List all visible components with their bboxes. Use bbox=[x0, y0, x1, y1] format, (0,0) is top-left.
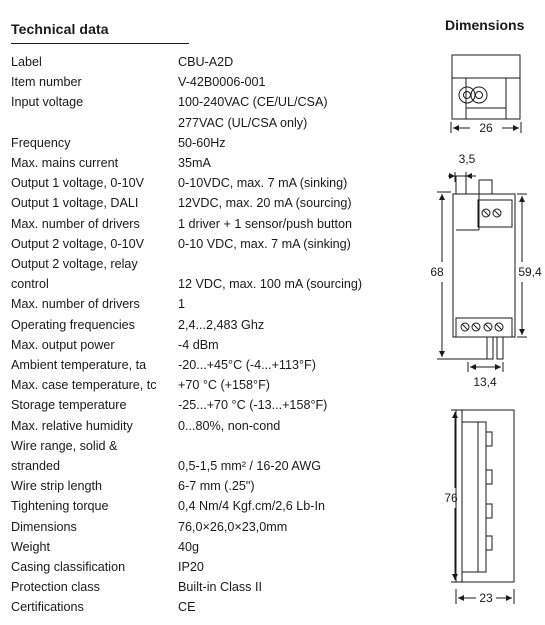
side-view-drawing bbox=[451, 409, 515, 604]
spec-row: Operating frequencies 2,4...2,483 Ghz bbox=[11, 315, 431, 335]
spec-value: 0...80%, non-cond bbox=[178, 418, 281, 433]
spec-value: 6-7 mm (.25") bbox=[178, 479, 255, 494]
spec-label: Output 2 voltage, relay bbox=[11, 257, 138, 271]
spec-label: Max. output power bbox=[11, 337, 115, 352]
spec-label: control bbox=[11, 277, 49, 292]
spec-value: 100-240VAC (CE/UL/CSA) bbox=[178, 95, 328, 110]
spec-row: Protection class Built-in Class II bbox=[11, 577, 431, 597]
spec-label: stranded bbox=[11, 459, 61, 473]
spec-label: Item number bbox=[11, 75, 82, 90]
spec-label: Storage temperature bbox=[11, 398, 127, 413]
title-underline bbox=[11, 43, 189, 44]
spec-row: Output 2 voltage, 0-10V 0-10 VDC, max. 7 … bbox=[11, 234, 431, 254]
top-view-drawing bbox=[450, 54, 522, 133]
spec-label: Weight bbox=[11, 539, 50, 554]
spec-label: Wire range, solid & bbox=[11, 438, 118, 453]
dimensions-title: Dimensions bbox=[445, 17, 525, 33]
spec-row: Input voltage 100-240VAC (CE/UL/CSA) bbox=[11, 92, 431, 112]
spec-value: CE bbox=[178, 600, 196, 615]
spec-row: Max. relative humidity 0...80%, non-cond bbox=[11, 416, 431, 436]
spec-value: 50-60Hz bbox=[178, 135, 226, 150]
spec-label: Max. relative humidity bbox=[11, 418, 133, 433]
spec-label: Operating frequencies bbox=[11, 317, 135, 332]
spec-row: Storage temperature -25...+70 °C (-13...+… bbox=[11, 395, 431, 415]
spec-row: Dimensions 76,0×26,0×23,0mm bbox=[11, 517, 431, 537]
spec-value: 12 VDC, max. 100 mA (sourcing) bbox=[178, 277, 363, 292]
spec-value: 277VAC (UL/CSA only) bbox=[178, 115, 308, 130]
spec-row: Item number V-42B0006-001 bbox=[11, 72, 431, 92]
spec-value: 0-10 VDC, max. 7 mA (sinking) bbox=[178, 236, 351, 251]
spec-label: Certifications bbox=[11, 600, 84, 615]
spec-value: 1 driver + 1 sensor/push button bbox=[178, 216, 352, 231]
spec-label: Max. number of drivers bbox=[11, 297, 140, 312]
spec-row: Tightening torque 0,4 Nm/4 Kgf.cm/2,6 Lb-… bbox=[11, 496, 431, 516]
spec-value: -25...+70 °C (-13...+158°F) bbox=[178, 398, 328, 413]
spec-value: -4 dBm bbox=[178, 337, 219, 352]
spec-value: 1 bbox=[178, 297, 186, 312]
spec-value: 0-10VDC, max. 7 mA (sinking) bbox=[178, 176, 348, 191]
spec-value: CBU-A2D bbox=[178, 55, 234, 69]
spec-row: Output 1 voltage, 0-10V 0-10VDC, max. 7 m… bbox=[11, 173, 431, 193]
spec-label: Dimensions bbox=[11, 519, 77, 534]
spec-label: Output 1 voltage, DALI bbox=[11, 196, 139, 211]
spec-value: 40g bbox=[178, 539, 200, 554]
spec-value: V-42B0006-001 bbox=[178, 75, 266, 90]
dim-top-width: 26 bbox=[479, 121, 493, 135]
spec-label: Label bbox=[11, 55, 42, 69]
spec-row: Max. number of drivers 1 driver + 1 senso… bbox=[11, 214, 431, 234]
spec-row: Label CBU-A2D bbox=[11, 52, 431, 72]
dim-side-height: 76 bbox=[444, 491, 458, 505]
spec-row: Wire range, solid & bbox=[11, 436, 431, 456]
spec-row: Max. output power -4 dBm bbox=[11, 335, 431, 355]
spec-value: IP20 bbox=[178, 560, 204, 574]
spec-value: 12VDC, max. 20 mA (sourcing) bbox=[178, 196, 352, 211]
spec-row: Certifications CE bbox=[11, 597, 431, 617]
front-view-drawing bbox=[437, 172, 527, 372]
spec-row: Max. number of drivers 1 bbox=[11, 294, 431, 314]
spec-row: Max. case temperature, tc +70 °C (+158°F) bbox=[11, 375, 431, 395]
spec-value: 35mA bbox=[178, 156, 211, 170]
technical-data-title: Technical data bbox=[11, 21, 109, 37]
spec-label: Frequency bbox=[11, 135, 71, 150]
spec-value: 0,4 Nm/4 Kgf.cm/2,6 Lb-In bbox=[178, 499, 325, 514]
spec-row: Weight 40g bbox=[11, 537, 431, 557]
spec-row: Wire strip length 6-7 mm (.25") bbox=[11, 476, 431, 496]
dim-pin-offset: 13,4 bbox=[473, 375, 497, 389]
spec-value: -20...+45°C (-4...+113°F) bbox=[178, 358, 316, 372]
spec-label: Input voltage bbox=[11, 95, 84, 110]
spec-row: control 12 VDC, max. 100 mA (sourcing) bbox=[11, 274, 431, 294]
spec-row: Frequency 50-60Hz bbox=[11, 133, 431, 153]
spec-label: Max. case temperature, tc bbox=[11, 378, 157, 393]
spec-label: Output 2 voltage, 0-10V bbox=[11, 236, 145, 251]
spec-value: +70 °C (+158°F) bbox=[178, 378, 270, 393]
spec-row: Output 2 voltage, relay bbox=[11, 254, 431, 274]
dim-body-height: 68 bbox=[430, 265, 444, 279]
spec-label: Casing classification bbox=[11, 560, 126, 574]
spec-row: stranded 0,5-1,5 mm² / 16-20 AWG bbox=[11, 456, 431, 476]
dim-pin-width: 3,5 bbox=[459, 152, 476, 166]
spec-row: Output 1 voltage, DALI 12VDC, max. 20 mA … bbox=[11, 193, 431, 213]
dim-body-inner-height: 59,4 bbox=[518, 265, 542, 279]
spec-label: Max. mains current bbox=[11, 156, 119, 170]
spec-value: 2,4...2,483 Ghz bbox=[178, 317, 265, 332]
spec-value: 76,0×26,0×23,0mm bbox=[178, 519, 288, 534]
spec-label: Tightening torque bbox=[11, 499, 109, 514]
spec-value: Built-in Class II bbox=[178, 580, 262, 595]
spec-row: Ambient temperature, ta -20...+45°C (-4..… bbox=[11, 355, 431, 375]
dim-side-width: 23 bbox=[479, 591, 493, 605]
spec-row: Max. mains current 35mA bbox=[11, 153, 431, 173]
spec-label: Protection class bbox=[11, 580, 100, 595]
spec-label: Wire strip length bbox=[11, 479, 102, 494]
spec-label: Output 1 voltage, 0-10V bbox=[11, 176, 145, 191]
spec-label: Max. number of drivers bbox=[11, 216, 140, 231]
spec-value: 0,5-1,5 mm² / 16-20 AWG bbox=[178, 459, 322, 473]
spec-label: Ambient temperature, ta bbox=[11, 358, 147, 372]
spec-row: Casing classification IP20 bbox=[11, 557, 431, 577]
spec-row: 277VAC (UL/CSA only) bbox=[11, 113, 431, 133]
